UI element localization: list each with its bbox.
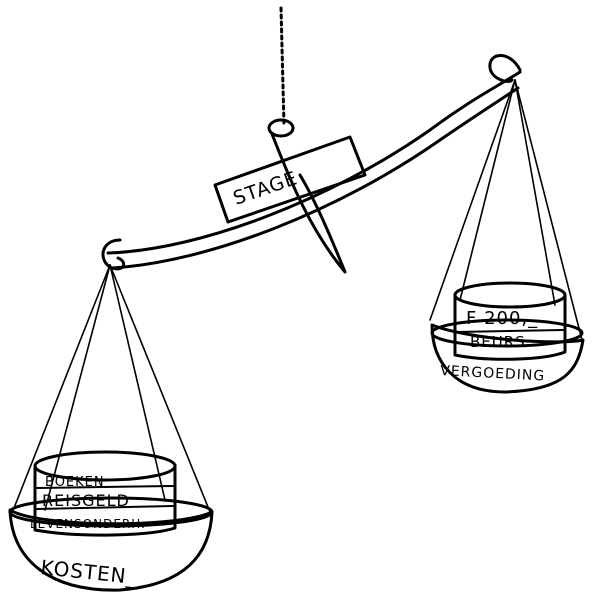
left-item-3: LEVENSONDERH. — [30, 517, 146, 531]
left-pan: BOEKEN REISGELD LEVENSONDERH. KOSTEN_ — [10, 452, 212, 590]
left-item-1: BOEKEN — [45, 475, 105, 490]
beam-label: STAGE — [230, 167, 300, 209]
left-item-4: KOSTEN_ — [39, 555, 138, 589]
right-item-2: BEURS — [470, 333, 526, 351]
left-hook — [103, 240, 124, 269]
left-pan-strings — [14, 265, 210, 512]
right-item-1: F 200,_ — [466, 308, 538, 329]
right-item-3: VERGOEDING — [440, 363, 546, 384]
beam-label-plate: STAGE — [215, 137, 365, 222]
left-item-2: REISGELD — [42, 491, 130, 510]
chain — [281, 8, 284, 125]
right-pan: F 200,_ BEURS VERGOEDING — [432, 283, 583, 392]
right-hook — [490, 56, 520, 82]
